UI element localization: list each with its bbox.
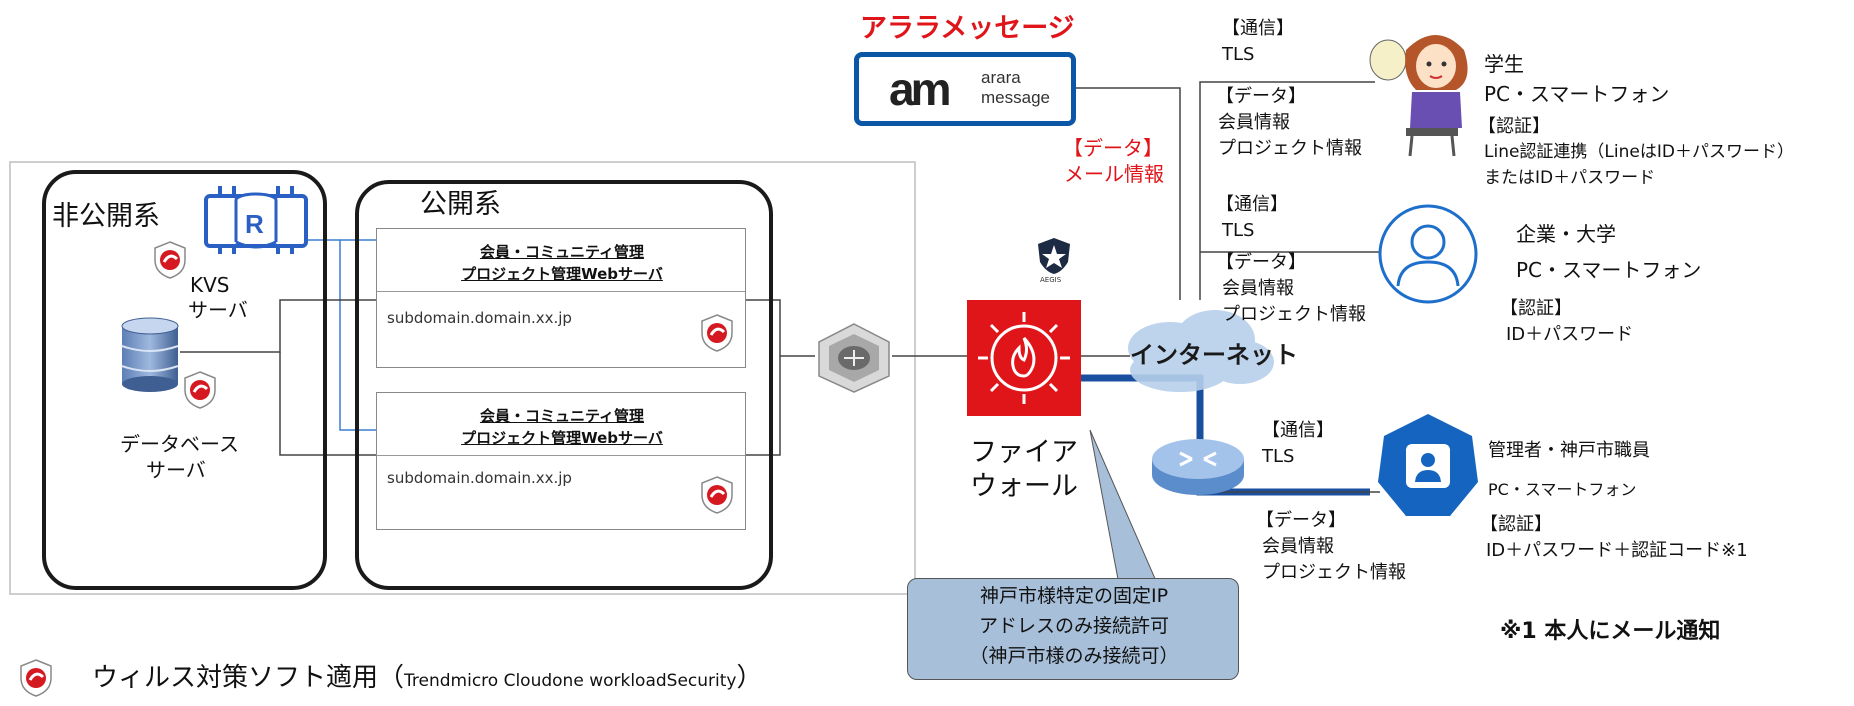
- client-comm-label: 【通信】: [1262, 420, 1334, 441]
- public-zone: [355, 180, 773, 590]
- database-server-icon: [118, 316, 182, 394]
- legend-close: ）: [736, 663, 763, 693]
- antivirus-shield-icon: [182, 370, 218, 410]
- aegis-badge-icon: [1034, 236, 1074, 276]
- arara-logo-word1: arara: [981, 68, 1021, 87]
- client-data-line: プロジェクト情報: [1218, 138, 1362, 159]
- aegis-badge-label: AEGIS: [1040, 276, 1062, 284]
- client-data-label: 【データ】: [1256, 510, 1346, 531]
- user-avatar-icon: [1376, 202, 1480, 306]
- internet-label: インターネット: [1130, 341, 1298, 369]
- client-auth-label: 【認証】: [1480, 514, 1552, 535]
- kvs-server-icon: R: [200, 182, 312, 256]
- antivirus-shield-icon: [152, 240, 188, 280]
- web-server-title-2: プロジェクト管理Webサーバ: [461, 265, 663, 283]
- client-auth-label: 【認証】: [1478, 116, 1550, 137]
- client-device: PC・スマートフォン: [1484, 82, 1670, 106]
- client-comm-value: TLS: [1262, 446, 1295, 467]
- web-server-title-1: 会員・コミュニティ管理: [479, 407, 645, 425]
- footnote: ※1 本人にメール通知: [1500, 619, 1721, 644]
- client-auth-label: 【認証】: [1500, 298, 1572, 319]
- antivirus-shield-icon: [699, 313, 735, 353]
- web-server-domain: subdomain.domain.xx.jp: [387, 469, 572, 487]
- client-comm-label: 【通信】: [1222, 18, 1294, 39]
- web-server-domain: subdomain.domain.xx.jp: [387, 309, 572, 327]
- firewall-label-2: ウォール: [970, 471, 1078, 502]
- legend-text: ウィルス対策ソフト適用（: [92, 663, 405, 693]
- client-data-line: プロジェクト情報: [1262, 562, 1406, 583]
- client-comm-value: TLS: [1222, 44, 1255, 65]
- firewall-icon: [967, 300, 1081, 416]
- web-server-title-2: プロジェクト管理Webサーバ: [461, 429, 663, 447]
- client-comm-label: 【通信】: [1216, 194, 1288, 215]
- client-data-label: 【データ】: [1216, 86, 1306, 107]
- client-name: 学生: [1484, 52, 1524, 76]
- ip-restriction-callout: 神戸市様特定の固定IP アドレスのみ接続許可 （神戸市様のみ接続可）: [907, 578, 1239, 680]
- client-name: 管理者・神戸市職員: [1488, 440, 1650, 461]
- arara-logo-mark: am: [889, 63, 952, 115]
- kvs-label-2: サーバ: [188, 298, 248, 322]
- client-auth-line: またはID＋パスワード: [1484, 168, 1656, 188]
- kvs-label-1: KVS: [190, 273, 230, 297]
- db-label-2: サーバ: [146, 458, 206, 482]
- callout-line-3: （神戸市様のみ接続可）: [969, 645, 1179, 667]
- router-icon: [1148, 435, 1248, 497]
- client-data-line: プロジェクト情報: [1222, 304, 1366, 325]
- private-zone-title: 非公開系: [52, 201, 160, 232]
- legend: ウィルス対策ソフト適用（Trendmicro Cloudone workload…: [92, 662, 763, 695]
- client-auth-line: ID＋パスワード＋認証コード※1: [1486, 540, 1748, 561]
- client-device: PC・スマートフォン: [1488, 480, 1637, 499]
- callout-line-2: アドレスのみ接続許可: [978, 615, 1169, 637]
- student-illustration: [1366, 20, 1476, 160]
- client-data-line: 会員情報: [1262, 536, 1334, 557]
- callout-line-1: 神戸市様特定の固定IP: [979, 585, 1169, 607]
- arara-title: アララメッセージ: [860, 13, 1075, 44]
- arara-data-label: 【データ】: [1063, 136, 1163, 160]
- client-auth-line: ID＋パスワード: [1506, 324, 1634, 345]
- db-label-1: データベース: [120, 432, 239, 456]
- legend-product: Trendmicro Cloudone workloadSecurity: [404, 671, 737, 691]
- private-zone: [42, 170, 327, 590]
- public-zone-title: 公開系: [420, 189, 501, 220]
- client-data-line: 会員情報: [1222, 278, 1294, 299]
- arara-data-value: メール情報: [1064, 162, 1164, 186]
- arara-logo-word2: message: [981, 88, 1050, 107]
- client-device: PC・スマートフォン: [1516, 258, 1702, 282]
- web-server-box: 会員・コミュニティ管理 プロジェクト管理Webサーバ subdomain.dom…: [376, 228, 746, 368]
- client-auth-line: Line認証連携（LineはID＋パスワード）: [1484, 142, 1794, 162]
- client-comm-value: TLS: [1222, 220, 1255, 241]
- internet-cloud-icon: [1110, 300, 1280, 410]
- client-data-label: 【データ】: [1216, 252, 1306, 273]
- client-name: 企業・大学: [1516, 222, 1616, 246]
- antivirus-shield-icon: [699, 475, 735, 515]
- web-server-box: 会員・コミュニティ管理 プロジェクト管理Webサーバ subdomain.dom…: [376, 392, 746, 530]
- router-icon: [815, 322, 893, 394]
- firewall-label-1: ファイア: [970, 437, 1078, 468]
- antivirus-shield-icon: [18, 658, 54, 698]
- web-server-title-1: 会員・コミュニティ管理: [479, 243, 645, 261]
- arara-logo-box: am arara message: [854, 52, 1076, 126]
- admin-user-icon: [1376, 412, 1480, 522]
- client-data-line: 会員情報: [1218, 112, 1290, 133]
- kvs-icon-letter: R: [245, 209, 264, 239]
